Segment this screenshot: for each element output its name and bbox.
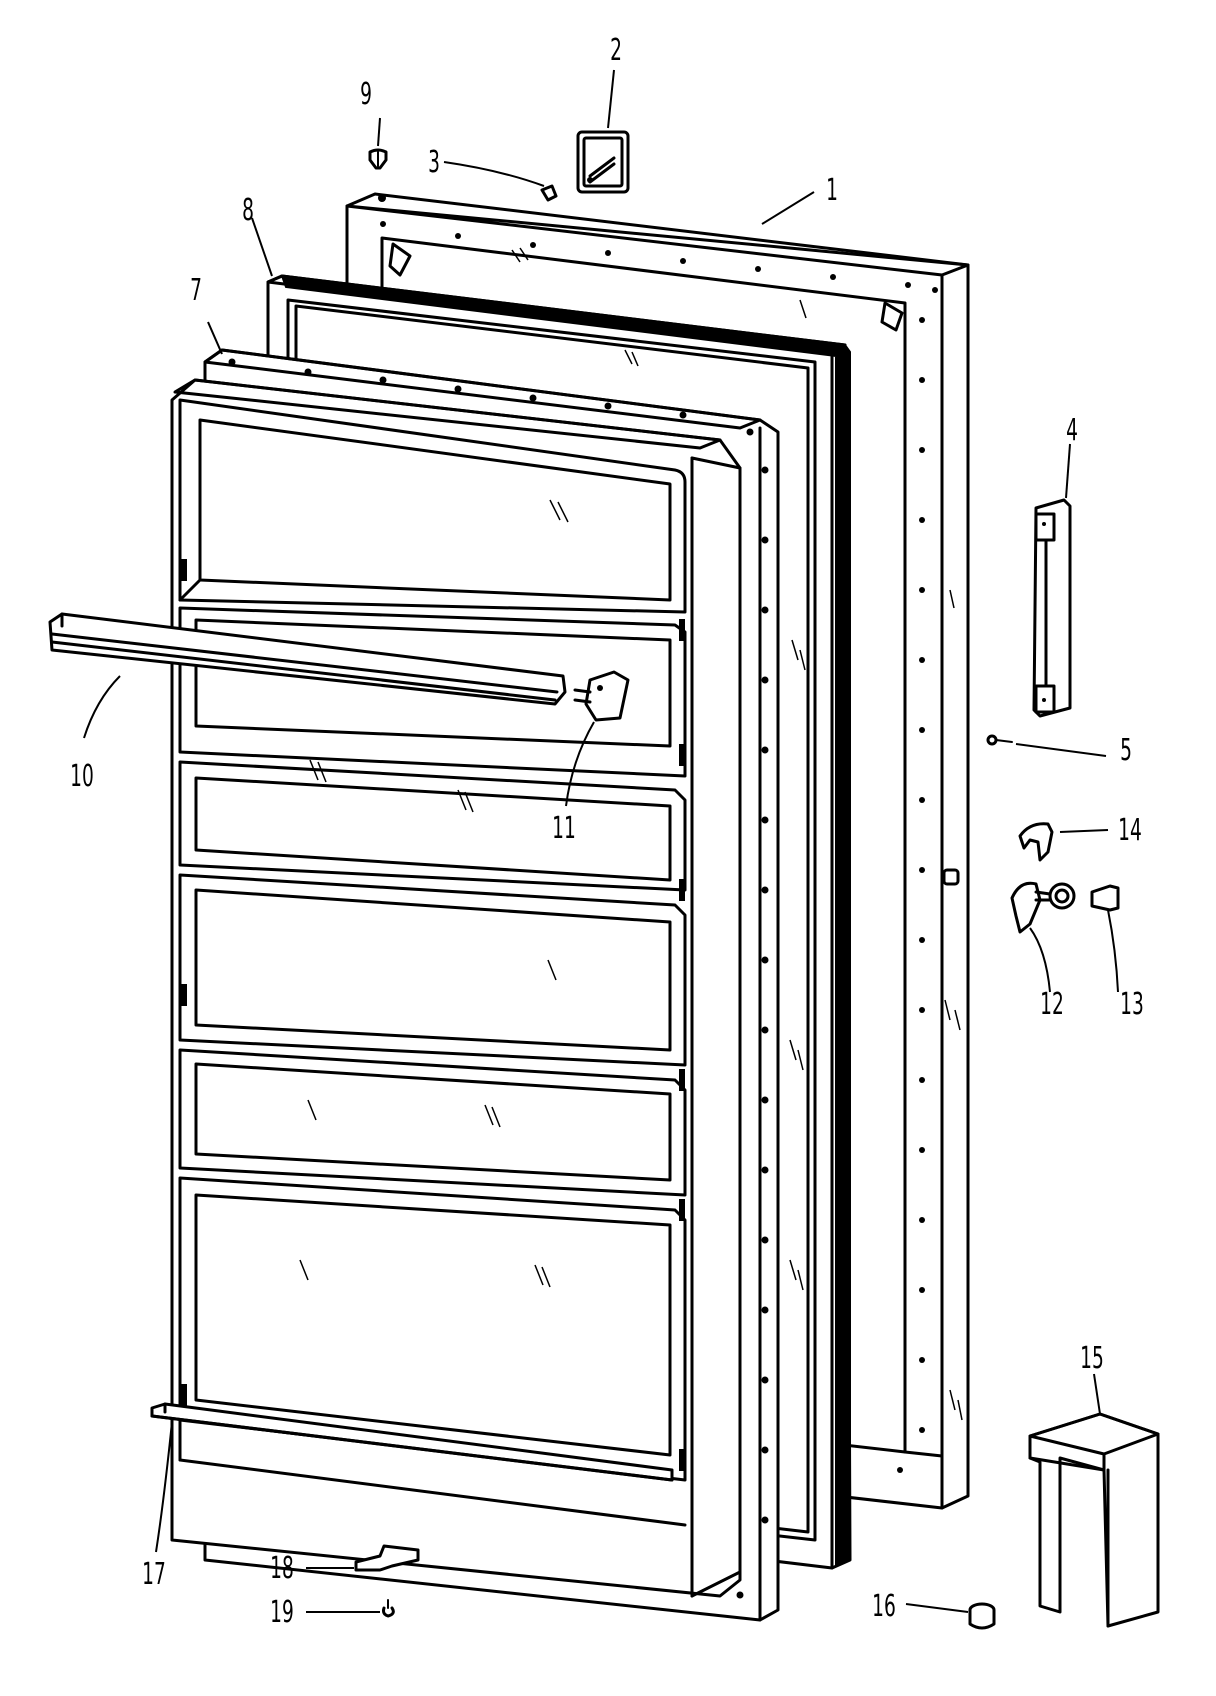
- callout-4: 4: [1066, 412, 1078, 447]
- callout-19: 19: [270, 1594, 294, 1629]
- bin-gloss-marks: [299, 499, 569, 1288]
- bottom-hinge-bracket: [354, 1544, 420, 1572]
- leader-lines: [83, 69, 1119, 1613]
- panel-gloss-marks: [511, 247, 963, 1421]
- bottom-bar: [150, 1402, 674, 1482]
- door-bin-tray: [170, 378, 742, 1598]
- callout-1: 1: [826, 172, 838, 207]
- lock-cylinder-cap: [1090, 884, 1120, 912]
- callout-11: 11: [552, 810, 576, 845]
- door-handle: [1032, 498, 1072, 718]
- callout-9: 9: [360, 76, 372, 111]
- callout-10: 10: [70, 758, 94, 793]
- callout-3: 3: [428, 144, 440, 179]
- callout-15: 15: [1080, 1340, 1104, 1375]
- callout-16: 16: [872, 1588, 896, 1623]
- callout-14: 14: [1118, 812, 1142, 847]
- callout-8: 8: [242, 192, 254, 227]
- shelf-bar: [48, 612, 567, 706]
- latch-keeper: [1018, 822, 1054, 862]
- small-screw: [986, 734, 1013, 746]
- bracket: [1028, 1412, 1160, 1628]
- callout-18: 18: [270, 1550, 294, 1585]
- callout-2: 2: [610, 32, 622, 67]
- callout-12: 12: [1040, 986, 1064, 1021]
- plug-button: [968, 1602, 996, 1630]
- bin-side-tabs: [181, 559, 685, 1471]
- washer: [382, 1599, 395, 1618]
- bar-end-clip: [573, 670, 630, 722]
- callout-17: 17: [142, 1556, 166, 1591]
- gasket-gloss-marks: [624, 349, 806, 1291]
- bushing: [540, 184, 558, 202]
- callout-13: 13: [1120, 986, 1144, 1021]
- callout-7: 7: [190, 272, 202, 307]
- callout-5: 5: [1120, 732, 1132, 767]
- panel-screw-holes: [378, 194, 938, 1473]
- lock-assembly: [1010, 881, 1076, 934]
- callout-labels: 1 2 3 4 5 7 8 9 10 11 12 13 14 15 16 17 …: [70, 32, 1144, 1629]
- screw: [368, 148, 388, 170]
- hinge-plate: [576, 130, 630, 194]
